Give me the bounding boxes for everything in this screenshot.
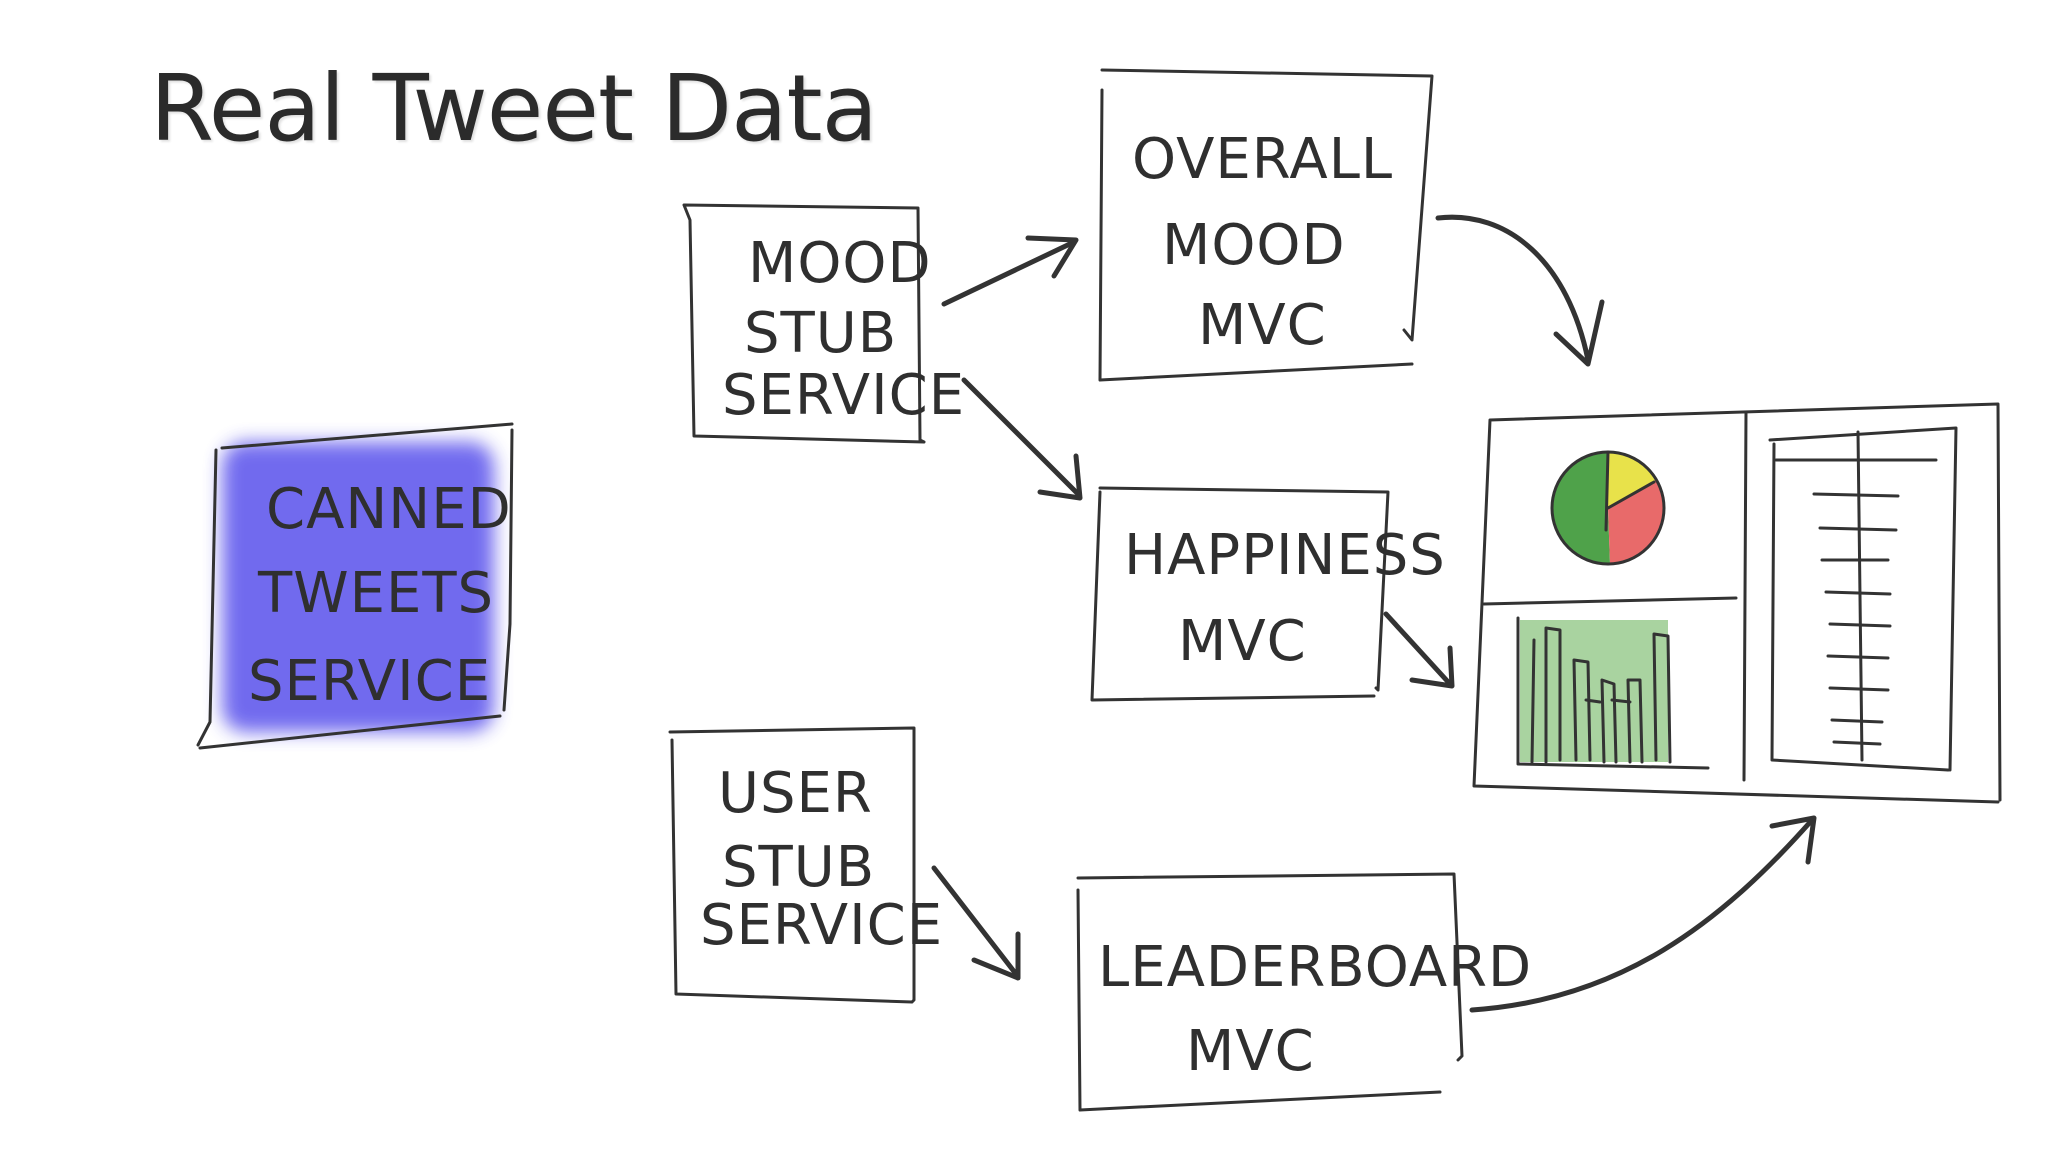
- user-stub-service-box: USER STUB SERVICE: [668, 726, 943, 1004]
- pie-chart-panel: [1550, 450, 1666, 566]
- happiness-label-2: MVC: [1178, 609, 1307, 674]
- overall-mood-label-3: MVC: [1198, 293, 1327, 358]
- leaderboard-list-panel: [1768, 426, 1958, 772]
- overall-mood-label-2: MOOD: [1162, 213, 1346, 278]
- mood-stub-label-2: STUB: [744, 301, 897, 366]
- arrow-overall-to-dashboard: [1435, 214, 1605, 367]
- pie-chart-icon: [1550, 450, 1666, 566]
- user-stub-label-2: STUB: [722, 835, 875, 900]
- canned-tweets-label-1: CANNED: [266, 477, 512, 542]
- leaderboard-label-1: LEADERBOARD: [1098, 935, 1532, 1000]
- overall-mood-label-1: OVERALL: [1132, 127, 1393, 192]
- dashboard-sketch: [1472, 402, 2002, 804]
- canned-tweets-fill: [222, 442, 494, 732]
- mood-stub-label-3: SERVICE: [722, 363, 965, 428]
- user-stub-label-3: SERVICE: [700, 893, 943, 958]
- happiness-label-1: HAPPINESS: [1124, 523, 1446, 588]
- arrow-leaderboard-to-dashboard: [1469, 815, 1817, 1013]
- mood-stub-label-1: MOOD: [748, 231, 932, 296]
- bar-chart-fill: [1520, 620, 1668, 762]
- bar-chart-panel: [1516, 616, 1710, 770]
- leaderboard-mvc-box: LEADERBOARD MVC: [1076, 872, 1532, 1112]
- canned-tweets-label-3: SERVICE: [248, 649, 491, 714]
- leaderboard-label-2: MVC: [1186, 1019, 1315, 1084]
- arrow-mood-to-happiness: [961, 377, 1083, 501]
- happiness-mvc-box: HAPPINESS MVC: [1090, 486, 1446, 702]
- user-stub-label-1: USER: [718, 761, 873, 826]
- bar-chart-icon: [1516, 616, 1710, 770]
- canned-tweets-label-2: TWEETS: [257, 561, 494, 626]
- slide-title: Real Tweet Data: [150, 55, 878, 162]
- arrow-happiness-to-dashboard: [1383, 611, 1455, 689]
- arrow-mood-to-overall: [941, 235, 1079, 307]
- overall-mood-mvc-box: OVERALL MOOD MVC: [1098, 68, 1434, 382]
- canned-tweets-service-box: CANNED TWEETS SERVICE: [196, 422, 514, 750]
- mood-stub-service-box: MOOD STUB SERVICE: [682, 203, 965, 444]
- list-icon: [1768, 426, 1958, 772]
- arrow-user-to-leaderboard: [931, 865, 1021, 981]
